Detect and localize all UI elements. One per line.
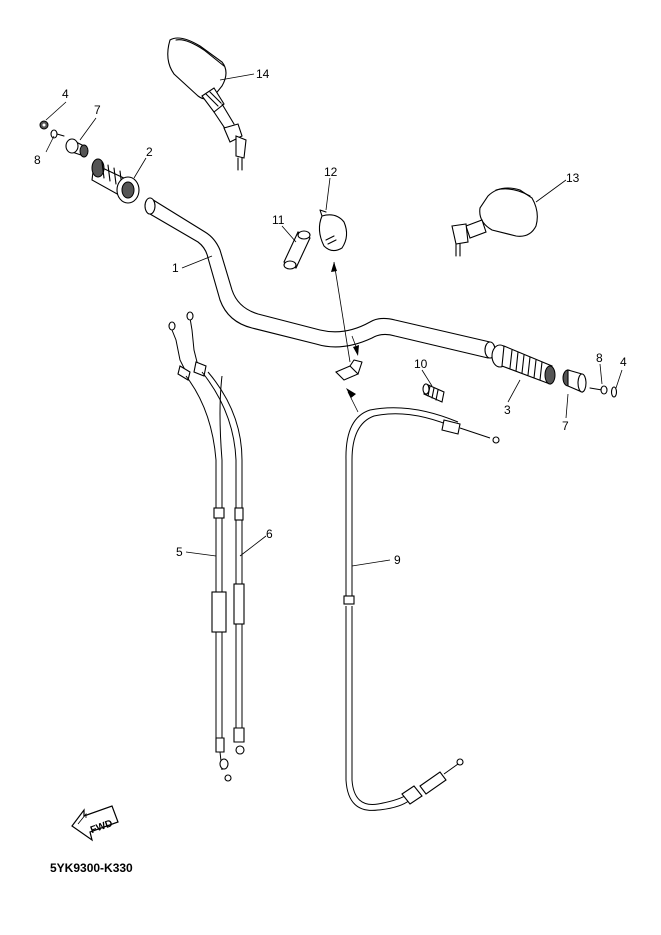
callout-2: 2 bbox=[146, 145, 153, 159]
right-mirror-part bbox=[451, 187, 538, 257]
left-screw-part bbox=[50, 129, 65, 139]
right-washer-part bbox=[610, 386, 618, 398]
callout-8-right: 8 bbox=[596, 351, 603, 365]
callout-13: 13 bbox=[566, 171, 580, 185]
throttle-cable-1-part bbox=[168, 321, 232, 782]
cable-holder-part bbox=[331, 261, 363, 413]
fwd-arrow-icon: FWD bbox=[71, 805, 119, 842]
callout-11: 11 bbox=[272, 213, 285, 227]
callout-8-left: 8 bbox=[34, 153, 41, 167]
callout-5: 5 bbox=[176, 545, 183, 559]
right-bar-end-part bbox=[562, 369, 587, 393]
callout-4-right: 4 bbox=[620, 355, 627, 369]
callout-10: 10 bbox=[414, 357, 428, 371]
left-mirror-part bbox=[167, 37, 247, 171]
diagram-code: 5YK9300-K330 bbox=[50, 861, 133, 875]
right-screw-part bbox=[589, 385, 608, 395]
left-washer-part bbox=[39, 120, 49, 130]
throttle-cable-2-part bbox=[186, 311, 245, 755]
callout-labels: 1 2 3 4 4 5 6 7 7 8 8 9 10 11 12 13 14 bbox=[34, 67, 627, 567]
callout-14: 14 bbox=[256, 67, 270, 81]
leader-lines bbox=[45, 73, 623, 567]
left-bar-end-part bbox=[65, 138, 89, 158]
callout-7-left: 7 bbox=[94, 103, 101, 117]
callout-6: 6 bbox=[266, 527, 273, 541]
callout-3: 3 bbox=[504, 403, 511, 417]
callout-12: 12 bbox=[324, 165, 338, 179]
collar-part bbox=[283, 230, 311, 270]
callout-1: 1 bbox=[172, 261, 179, 275]
callout-4-left: 4 bbox=[62, 87, 69, 101]
callout-9: 9 bbox=[394, 553, 401, 567]
clamp-part bbox=[318, 209, 348, 252]
left-grip-part bbox=[91, 158, 140, 204]
right-grip-part bbox=[491, 344, 556, 385]
adjuster-part bbox=[422, 383, 445, 403]
callout-7-right: 7 bbox=[562, 419, 569, 433]
clutch-cable-part bbox=[343, 407, 500, 811]
handlebar-part bbox=[144, 197, 496, 359]
